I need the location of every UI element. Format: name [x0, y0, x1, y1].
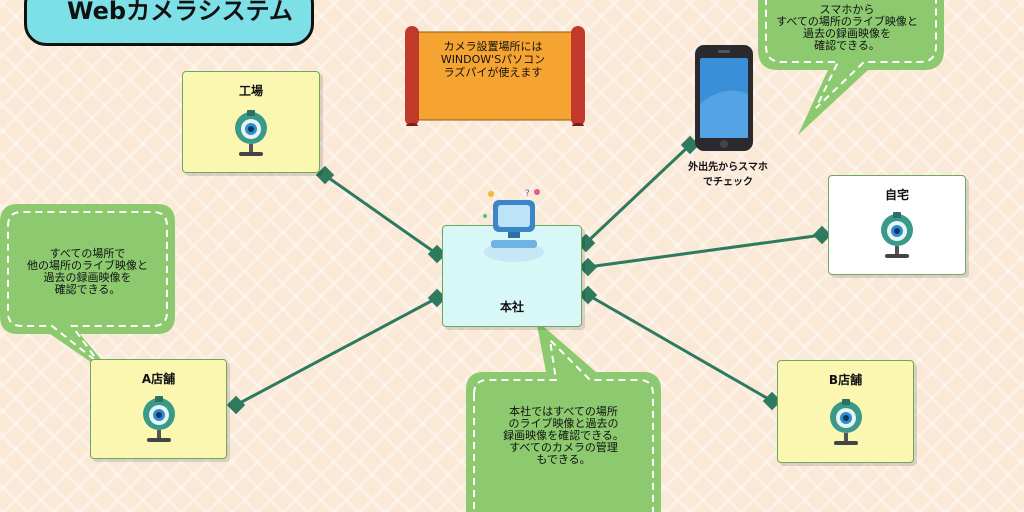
node-factory-label: 工場: [238, 84, 263, 98]
webcam-icon: [881, 212, 913, 258]
speech-bubble-shape: [0, 204, 175, 382]
speech-bubble-shape: [466, 320, 661, 512]
link-home-hq: [587, 233, 823, 269]
node-hq-label: 本社: [499, 300, 524, 314]
node-home-label: 自宅: [884, 188, 909, 202]
node-home[interactable]: 自宅: [828, 175, 966, 275]
bubble-left: すべての場所で 他の場所のライブ映像と 過去の録画映像を 確認できる。: [0, 204, 175, 384]
scroll-note: カメラ設置場所には WINDOW'Sパソコン ラズパイが使えます: [440, 40, 546, 79]
svg-text:?: ?: [525, 189, 530, 199]
bubble-hq: 本社ではすべての場所 のライブ映像と過去の 録画映像を確認できる。 すべてのカメ…: [466, 320, 661, 512]
bubble-left-text: すべての場所で 他の場所のライブ映像と 過去の録画映像を 確認できる。: [27, 247, 148, 296]
node-store-a[interactable]: A店舗: [90, 359, 227, 459]
bubble-phone-text: スマホから すべての場所のライブ映像と 過去の録画映像を 確認できる。: [776, 3, 918, 52]
smartphone-icon: [695, 45, 753, 151]
page-title: Webカメラシステム: [67, 0, 293, 25]
phone-caption: 外出先からスマホ でチェック: [688, 162, 768, 188]
link-phone-hq: [584, 143, 692, 245]
scroll-banner: [405, 26, 585, 126]
link-storeb-hq: [587, 293, 773, 403]
webcam-icon: [142, 396, 175, 442]
link-factory-hq: [325, 174, 438, 256]
bubble-hq-text: 本社ではすべての場所 のライブ映像と過去の 録画映像を確認できる。 すべてのカメ…: [503, 405, 624, 466]
speech-bubble-shape: [758, 0, 944, 135]
title-banner: Webカメラシステム: [24, 0, 314, 46]
node-hq[interactable]: ? 本社: [442, 189, 582, 327]
node-store-a-label: A店舗: [141, 372, 176, 386]
node-factory[interactable]: 工場: [182, 71, 320, 173]
node-store-b[interactable]: B店舗: [777, 360, 914, 463]
webcam-icon: [235, 110, 267, 156]
link-storea-hq: [235, 296, 438, 407]
computer-icon: ?: [483, 189, 544, 262]
bubble-phone: スマホから すべての場所のライブ映像と 過去の録画映像を 確認できる。: [738, 0, 944, 140]
webcam-icon: [829, 399, 862, 445]
node-store-b-label: B店舗: [828, 373, 863, 387]
